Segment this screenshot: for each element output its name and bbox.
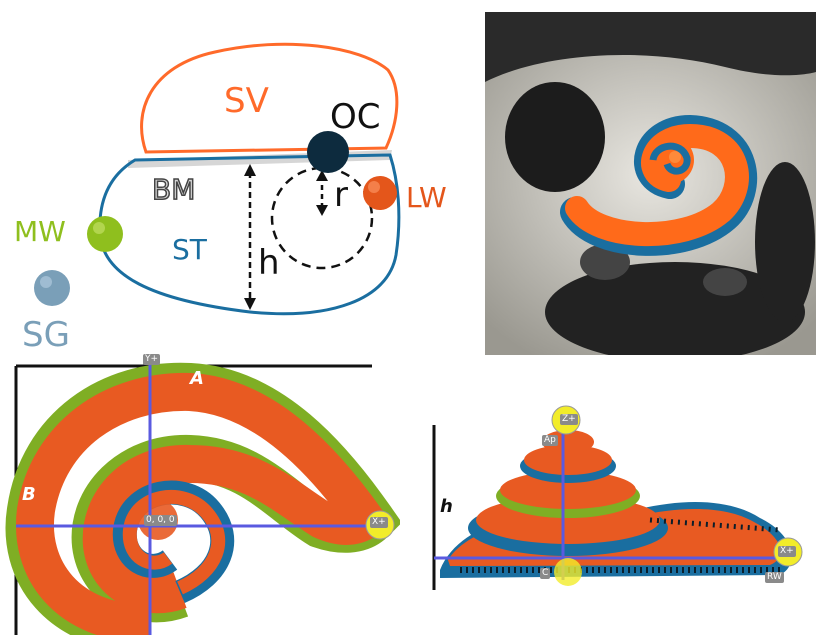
cross-section-panel: SV OC BM ST LW MW SG r h: [0, 0, 480, 355]
medial-wall-sphere: [87, 216, 123, 252]
r-label: r: [334, 175, 348, 215]
mw-label: MW: [14, 215, 66, 248]
top-view-label-b: B: [22, 484, 36, 505]
lateral-wall-sphere: [363, 176, 397, 210]
side-view-x-axis-tag: X+: [778, 546, 796, 557]
bm-label: BM: [151, 173, 196, 206]
organ-of-corti-sphere: [307, 131, 349, 173]
top-view-origin-tag: 0, 0, 0: [144, 515, 177, 526]
side-view-c-marker: [554, 558, 582, 586]
oc-label: OC: [330, 97, 381, 137]
side-view-c-tag: C: [540, 568, 551, 579]
top-view-drawing: [5, 362, 400, 635]
h-label: h: [258, 243, 280, 283]
ct-scan-panel: [485, 12, 816, 355]
radius-circle: [270, 166, 374, 270]
st-label: ST: [172, 233, 207, 266]
sg-label: SG: [22, 315, 70, 355]
side-view-panel: Z+ Ap X+ C RW h: [420, 400, 816, 635]
scala-vestibuli-outline: [140, 42, 399, 154]
top-view-label-a: A: [190, 368, 204, 389]
sv-label: SV: [224, 81, 269, 121]
cross-section-drawing: [34, 42, 401, 316]
top-view-panel: Y+ X+ 0, 0, 0 A B: [0, 354, 400, 635]
lw-label: LW: [406, 181, 447, 214]
side-view-z-axis-tag: Z+: [560, 414, 578, 425]
cochlea-3d-model: [560, 114, 758, 256]
top-view-x-axis-tag: X+: [370, 517, 388, 528]
spiral-ganglion-sphere: [34, 270, 70, 306]
side-view-apex-tag: Ap: [542, 435, 558, 446]
side-view-drawing: [432, 405, 803, 590]
side-view-h-label: h: [440, 496, 453, 517]
ct-scan-image: [485, 12, 816, 355]
side-view-rw-tag: RW: [765, 572, 784, 583]
top-view-y-axis-tag: Y+: [143, 354, 161, 365]
